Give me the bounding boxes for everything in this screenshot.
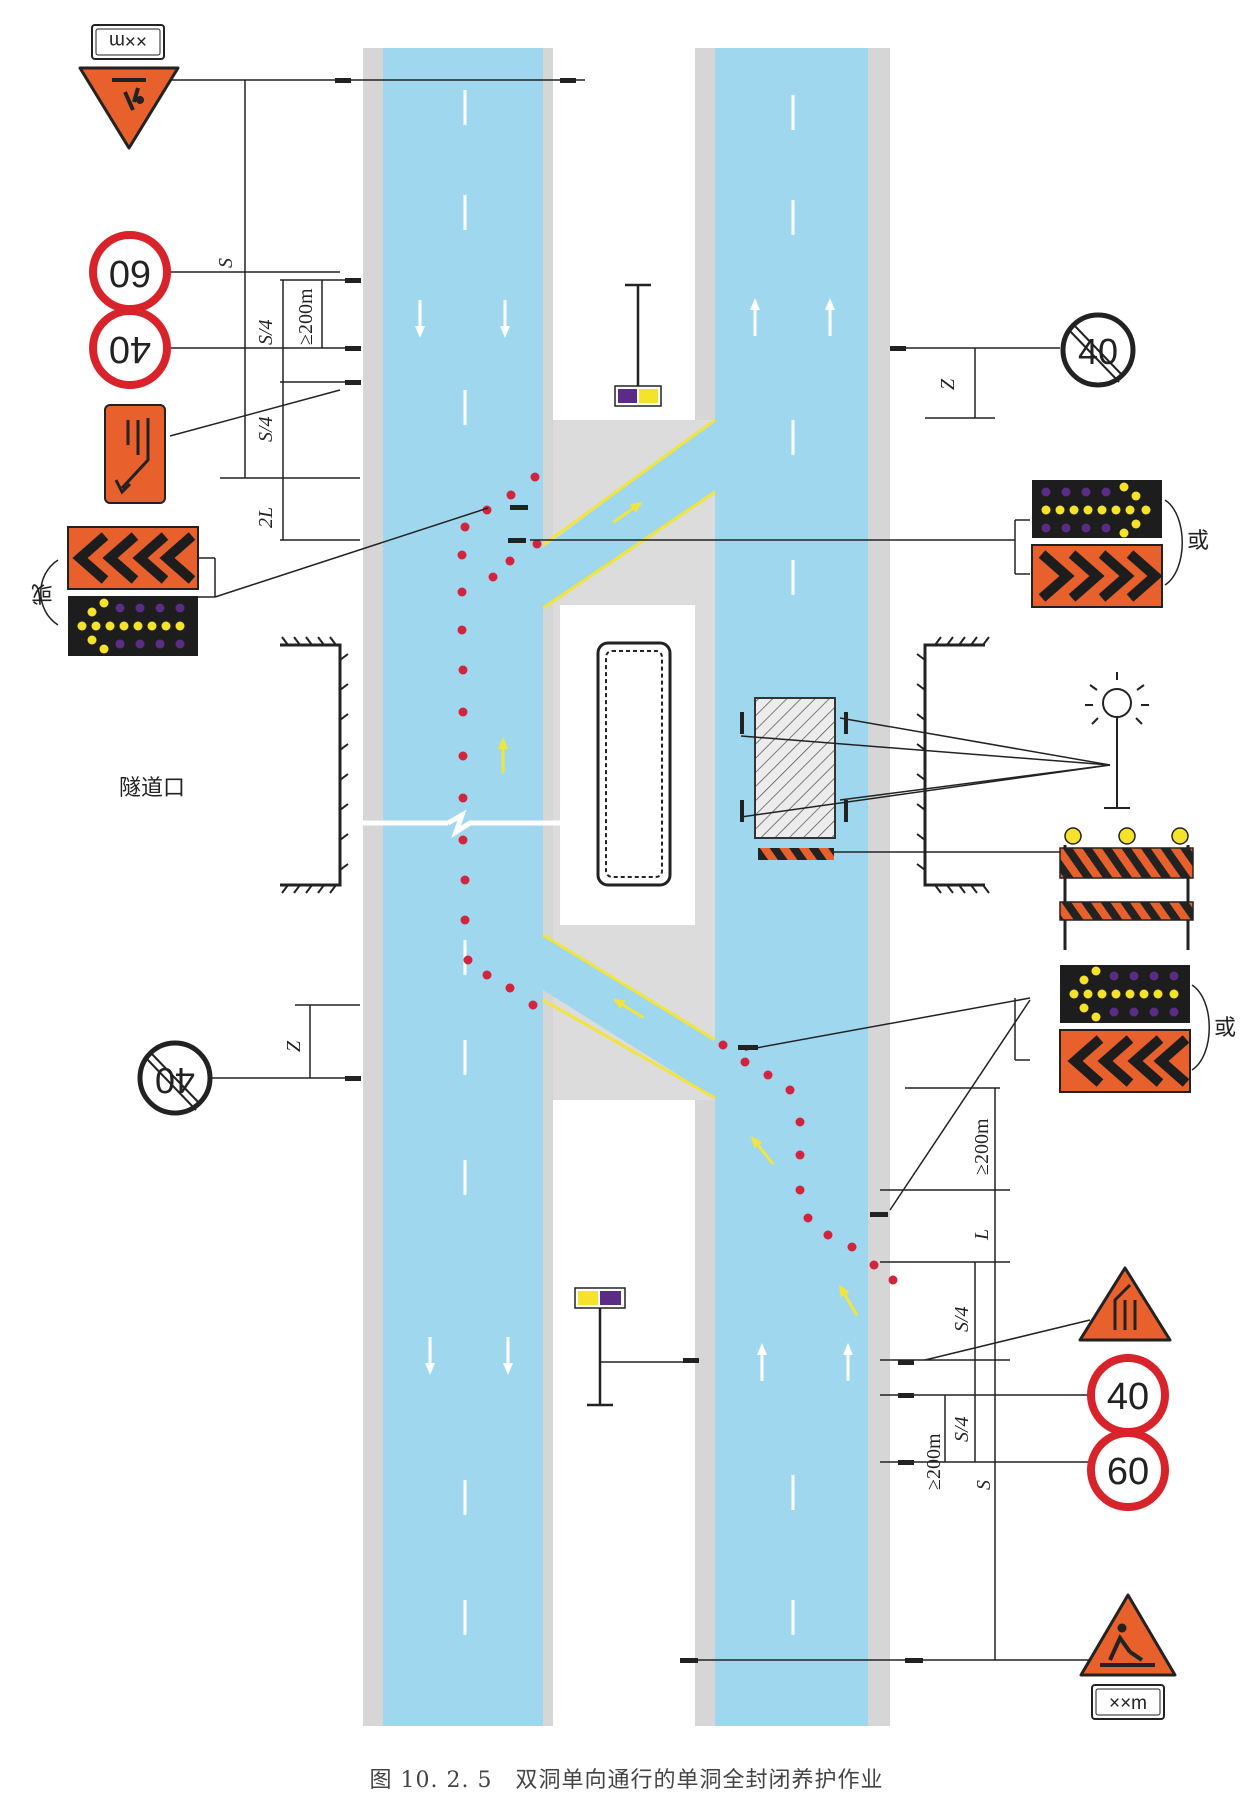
roadwork-warning-sign-bottom	[1079, 1593, 1177, 1677]
distance-plate-bottom: ××m	[1091, 1684, 1165, 1720]
left-carriageway	[363, 48, 553, 1726]
light-tower-icon	[1085, 672, 1149, 809]
speed-40-text: 40	[109, 328, 151, 370]
dim-S-right: S	[973, 1480, 995, 1490]
speed-60-text: 60	[109, 252, 151, 294]
barrier-strip	[758, 848, 834, 860]
tunnel-mouth-label: 隧道口	[119, 775, 185, 800]
chevron-panel-right-bottom	[1059, 1029, 1191, 1093]
chevron-panel-right-top	[1031, 544, 1163, 608]
traffic-cones	[457, 472, 898, 1285]
arrow-light-panel-right-top	[1032, 480, 1162, 538]
barricade-icon	[1059, 827, 1194, 950]
distance-plate-label-bottom: ××m	[1109, 1693, 1147, 1714]
lane-closed-sign-left	[104, 404, 166, 504]
dim-S4-right-2: S/4	[951, 1416, 973, 1442]
speed-limit-60-sign-left: 60	[89, 231, 171, 313]
distance-plate-top: ××m	[91, 24, 165, 60]
or-label-left: 或	[31, 581, 53, 606]
speed-limit-40-sign-left: 40	[89, 307, 171, 389]
dim-S-left: S	[215, 258, 237, 268]
speed-limit-40-sign-right: 40	[1087, 1354, 1169, 1436]
chevron-panel-left	[67, 526, 199, 590]
lower-crossover	[543, 935, 715, 1098]
tunnel-wall-right	[916, 636, 990, 894]
dim-Z-right: Z	[937, 378, 959, 390]
dim-200m-left: ≥200m	[295, 288, 317, 345]
distance-plate-label: ××m	[109, 30, 147, 51]
dimensions	[150, 79, 1111, 1661]
tunnel-mouth-line	[363, 809, 560, 839]
figure-caption: 图 10. 2. 5 双洞单向通行的单洞全封闭养护作业	[369, 1768, 884, 1793]
right-carriageway	[695, 48, 890, 1726]
end-40-text-left: 40	[155, 1060, 195, 1101]
speed-60-text-right: 60	[1107, 1451, 1149, 1493]
dim-S4-left-2: S/4	[255, 416, 277, 442]
median-area	[542, 418, 863, 1320]
median-bottom-gap	[560, 1100, 695, 1726]
right-road-surface	[715, 48, 868, 1726]
median-top-gap	[560, 48, 695, 420]
lane-closed-warning-sign-right	[1078, 1266, 1172, 1342]
speed-40-text-right: 40	[1107, 1376, 1149, 1418]
upper-crossover	[543, 420, 715, 610]
or-label-right-bottom: 或	[1214, 1015, 1236, 1040]
dim-S4-right-1: S/4	[951, 1306, 973, 1332]
arrow-light-panel-right-bottom	[1060, 965, 1190, 1023]
sign-posts	[335, 78, 923, 1663]
work-area	[754, 697, 836, 839]
dim-200m-right: ≥200m	[971, 1118, 993, 1175]
roadwork-warning-sign-top	[78, 66, 180, 150]
end-speed-limit-sign-right: 40	[1060, 312, 1136, 388]
tunnel-pillar	[596, 641, 672, 887]
left-road-surface	[383, 48, 543, 1726]
dim-S4-left-1: S/4	[255, 319, 277, 345]
end-speed-limit-sign-left: 40	[137, 1040, 213, 1116]
speed-limit-60-sign-right: 60	[1087, 1429, 1169, 1511]
dim-200m-right-2: ≥200m	[923, 1433, 945, 1490]
or-label-right-top: 或	[1187, 528, 1209, 553]
dim-Z-left: Z	[283, 1040, 305, 1052]
arrow-light-panel-left	[68, 596, 198, 656]
dim-2Ls: 2L	[255, 507, 277, 528]
dim-Ls: L	[971, 1229, 993, 1241]
tunnel-wall-left	[280, 636, 349, 894]
lane-signal-bottom	[574, 1287, 626, 1407]
work-zone	[740, 697, 1065, 860]
lane-signal-top	[614, 283, 662, 407]
